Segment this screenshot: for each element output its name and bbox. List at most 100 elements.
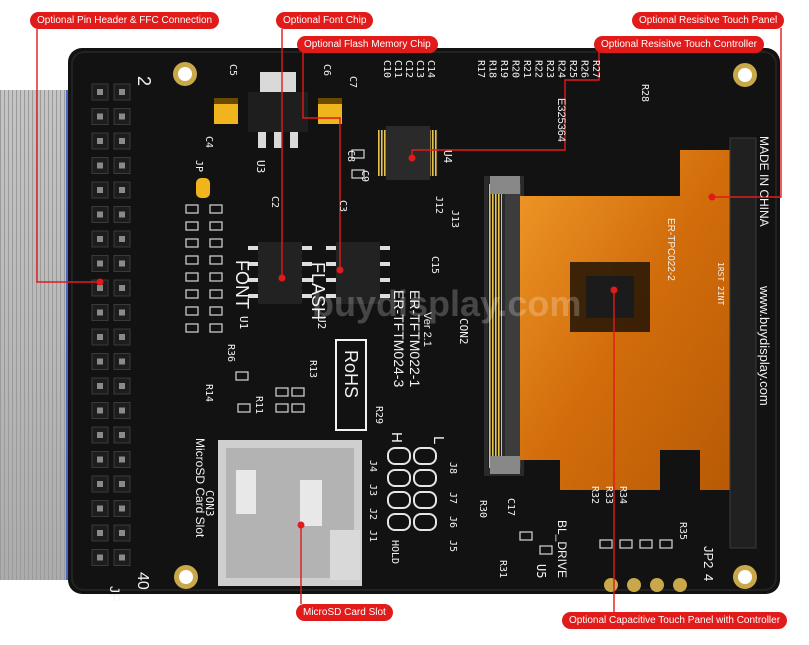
header-pin-tip <box>119 505 125 512</box>
silk-pin-40: 40 <box>134 572 151 590</box>
silk-pin-2: 2 <box>134 76 154 86</box>
header-pin-tip <box>119 187 125 193</box>
silk-r34: R34 <box>617 486 628 504</box>
smd-footprint <box>185 255 199 265</box>
silk-top-resistor: R24 <box>556 60 567 78</box>
smd-footprint <box>185 306 199 316</box>
smd-footprint <box>539 545 553 555</box>
smd-footprint <box>599 539 613 549</box>
header-pin-tip <box>119 456 125 463</box>
header-pin-tip <box>97 285 103 291</box>
silk-u2: U2 <box>315 316 328 329</box>
touch-controller-chip <box>378 126 438 180</box>
silk-j12: J12 <box>433 196 444 214</box>
fpc-connector <box>484 176 524 476</box>
header-pin-tip <box>97 236 103 242</box>
header-pin-tip <box>97 138 103 144</box>
silk-c7: C7 <box>347 76 358 88</box>
header-pin-tip <box>119 309 125 316</box>
silk-c4: C4 <box>203 136 214 148</box>
watermark: buydisplay.com <box>312 283 581 324</box>
silk-j4: J4 <box>367 460 378 472</box>
silk-top-resistor: R22 <box>533 60 544 78</box>
smd-footprint <box>209 323 223 333</box>
header-pin-tip <box>97 456 103 463</box>
header-pin-tip <box>119 554 125 561</box>
touch-panel-flex-cable <box>520 150 730 490</box>
smd-footprint <box>351 149 365 159</box>
jumper-pad <box>387 513 411 531</box>
silk-r31: R31 <box>497 560 508 578</box>
silk-c3: C3 <box>337 200 348 212</box>
silk-c17: C17 <box>505 498 516 516</box>
callout-font-chip: Optional Font Chip <box>276 12 374 29</box>
smd-footprint <box>291 387 305 397</box>
smd-footprint <box>351 169 365 179</box>
header-pin-tip <box>119 358 125 365</box>
mounting-holes <box>173 62 757 589</box>
header-pin-tip <box>97 187 103 193</box>
silk-microsd: MicroSD Card Slot <box>193 438 207 538</box>
flash-chip <box>326 242 390 304</box>
silk-jp2: JP2 <box>701 546 716 568</box>
header-pin-tip <box>97 260 103 267</box>
header-pin-tip <box>119 236 125 242</box>
silk-r14: R14 <box>203 384 214 402</box>
header-pin-tip <box>119 383 125 389</box>
silk-j8: J8 <box>447 462 458 474</box>
silk-u1: U1 <box>237 316 250 329</box>
silk-j7: J7 <box>447 492 458 504</box>
silk-cert: E325364 <box>555 98 567 142</box>
header-pin-tip <box>97 432 103 438</box>
silk-r28: R28 <box>639 84 650 102</box>
silk-c5: C5 <box>227 64 238 76</box>
smd-footprint <box>209 221 223 231</box>
silk-r30: R30 <box>477 500 488 518</box>
smd-footprint <box>209 238 223 248</box>
silk-r35: R35 <box>677 522 688 540</box>
smd-footprint <box>185 289 199 299</box>
silk-top-cap: C13 <box>414 60 425 78</box>
silk-ctp: ER-TPC022-2 <box>665 218 676 281</box>
header-pin-tip <box>119 113 125 120</box>
silk-j5: J5 <box>447 540 458 552</box>
header-pin-tip <box>97 89 103 95</box>
smd-footprint <box>519 531 533 541</box>
smd-footprint <box>275 403 289 413</box>
silk-u3: U3 <box>254 160 267 173</box>
silk-c9: C9 <box>359 170 370 182</box>
silk-u5: U5 <box>534 564 548 578</box>
smd-footprint <box>275 387 289 397</box>
smd-footprint <box>209 306 223 316</box>
header-pin-tip <box>97 505 103 512</box>
silk-model-1: ER-TFTM024-3 <box>391 290 407 387</box>
silk-c6: C6 <box>321 64 332 76</box>
header-pin-tip <box>119 407 125 414</box>
silk-r32: R32 <box>589 486 600 504</box>
smd-footprint <box>291 403 305 413</box>
ffc-ribbon-cable <box>0 90 78 580</box>
silk-jf: JF <box>107 586 123 602</box>
header-pin-tip <box>119 334 125 340</box>
jumper-pad <box>387 491 411 509</box>
voltage-regulator <box>248 72 308 148</box>
microsd-card-slot <box>218 440 362 586</box>
touch-panel-edge <box>729 137 757 549</box>
silk-top-resistor: R27 <box>590 60 601 78</box>
callout-touch-controller: Optional Resisitve Touch Controller <box>594 36 765 53</box>
font-chip <box>248 242 312 304</box>
header-pin-tip <box>97 554 103 561</box>
silk-rst: 1RST 2INT <box>716 262 725 306</box>
silk-model-2: ER-TFTM022-1 <box>407 290 423 387</box>
silk-j13: J13 <box>449 210 460 228</box>
silk-j2: J2 <box>367 508 378 520</box>
smd-footprint <box>185 221 199 231</box>
smd-footprint <box>209 272 223 282</box>
silk-j1: J1 <box>367 530 378 542</box>
smd-footprint <box>209 255 223 265</box>
smd-footprint <box>185 238 199 248</box>
header-pin-tip <box>97 162 103 169</box>
silk-top-resistor: R20 <box>510 60 521 78</box>
callout-flash-chip: Optional Flash Memory Chip <box>297 36 438 53</box>
